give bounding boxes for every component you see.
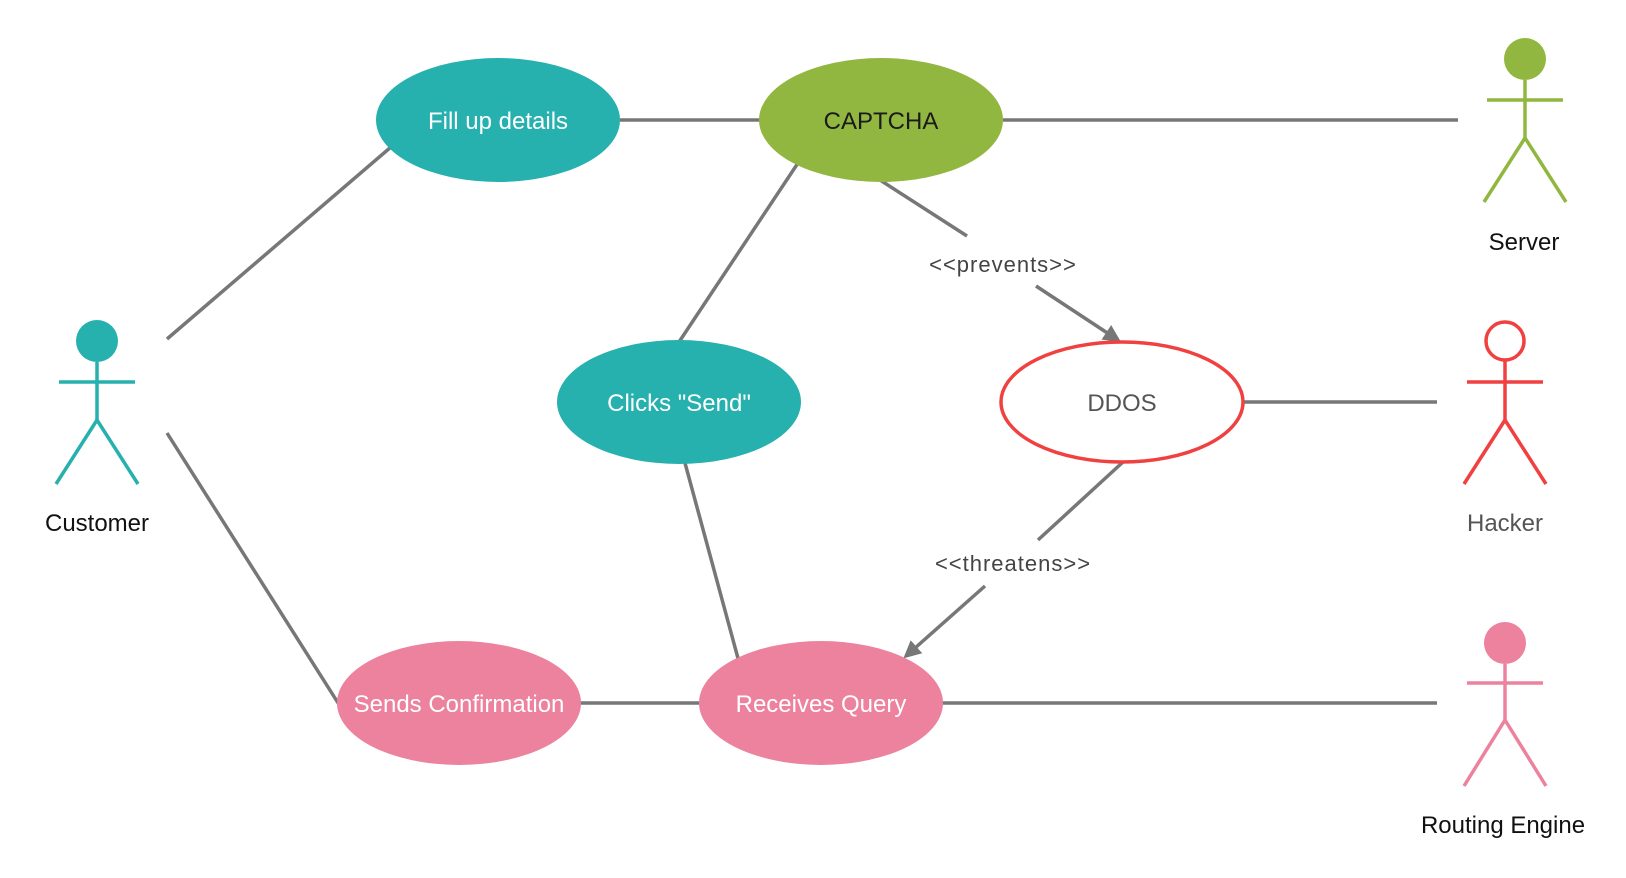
actor-routing-engine[interactable] — [1462, 622, 1548, 787]
actor-hacker[interactable] — [1462, 320, 1548, 485]
use-case-ddos[interactable]: DDOS — [999, 340, 1245, 464]
actor-routing-engine-label: Routing Engine — [1421, 812, 1585, 839]
actor-hacker-left-leg — [1462, 419, 1507, 485]
use-case-clicks-send-label: Clicks "Send" — [607, 390, 751, 417]
use-case-fill-up-details-label: Fill up details — [428, 108, 568, 135]
link-customer-fill-up-details — [165, 145, 393, 341]
actor-server-head — [1504, 38, 1546, 80]
use-case-sends-confirmation[interactable]: Sends Confirmation — [337, 641, 581, 765]
prevents-arrow — [1035, 284, 1121, 342]
actor-customer-right-leg — [95, 419, 140, 485]
actor-customer-left-leg — [54, 419, 99, 485]
threatens-line-upper — [1036, 460, 1125, 542]
actor-routing-engine-right-leg — [1503, 719, 1548, 787]
actor-server-right-leg — [1523, 137, 1568, 203]
use-case-captcha[interactable]: CAPTCHA — [759, 58, 1003, 182]
actor-customer-head — [76, 320, 118, 362]
prevents-label: <<prevents>> — [929, 252, 1077, 277]
relation-prevents: <<prevents>> — [879, 178, 1121, 342]
link-clicks-send-receives-query — [683, 462, 741, 663]
use-case-receives-query-label: Receives Query — [736, 691, 907, 718]
actor-hacker-right-leg — [1503, 419, 1548, 485]
threatens-arrow — [903, 584, 987, 659]
actor-server[interactable] — [1482, 38, 1568, 203]
actor-customer-label: Customer — [45, 510, 149, 537]
use-case-captcha-label: CAPTCHA — [824, 108, 939, 135]
associations — [165, 118, 1458, 707]
relation-threatens: <<threatens>> — [903, 460, 1125, 659]
actor-routing-engine-left-leg — [1462, 719, 1507, 787]
link-customer-sends-confirmation — [165, 432, 342, 707]
use-case-fill-up-details[interactable]: Fill up details — [376, 58, 620, 182]
actor-server-label: Server — [1489, 229, 1560, 256]
use-case-ddos-label: DDOS — [1087, 390, 1156, 417]
link-captcha-clicks-send — [677, 162, 800, 343]
actor-hacker-label: Hacker — [1467, 510, 1543, 537]
use-case-clicks-send[interactable]: Clicks "Send" — [557, 340, 801, 464]
threatens-label: <<threatens>> — [935, 551, 1091, 576]
prevents-line-upper — [879, 178, 968, 238]
actor-routing-engine-head — [1484, 622, 1526, 664]
actor-server-left-leg — [1482, 137, 1527, 203]
use-case-sends-confirmation-label: Sends Confirmation — [354, 691, 565, 718]
use-case-receives-query[interactable]: Receives Query — [699, 641, 943, 765]
actor-hacker-head — [1484, 320, 1526, 362]
actor-customer[interactable] — [54, 320, 140, 485]
